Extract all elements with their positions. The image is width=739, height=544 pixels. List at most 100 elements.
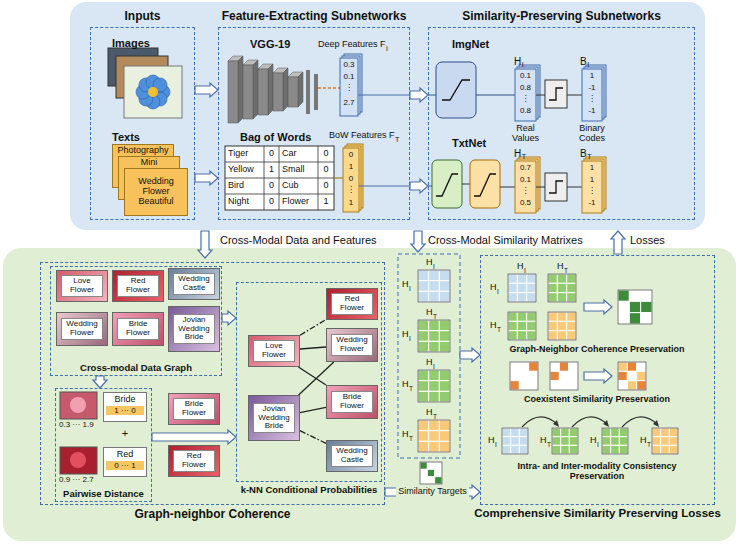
cnn-layer [243,65,253,119]
table-rule [318,146,319,210]
curved-arrow [622,417,658,427]
image-thumbnail: Wedding Castle [168,268,220,300]
activation-icon [549,88,563,100]
subscript: I [433,263,435,270]
feature-card: Bride1 ··· 0 [103,392,147,422]
section-box: Similarity-Preserving Subnetworks [428,27,695,220]
matrix-cell [661,445,670,454]
matrix-frame [550,362,578,390]
subscript: I [587,61,589,69]
label: H [640,436,647,446]
vector [343,148,359,212]
matrix-cell [439,391,450,402]
matrix-cell [511,428,520,437]
flow-arrow [410,88,428,102]
label: H [426,408,433,418]
label: H [557,262,564,272]
matrix-cell [439,320,450,331]
matrix-cell [627,381,636,390]
arrow-head [653,420,659,427]
label: -1 [588,84,595,93]
thumbnail-text: Bride Flower [173,398,215,420]
graph-edge [300,431,326,444]
matrix-cell [629,313,640,324]
matrix-cell [669,428,678,437]
label: Binary Codes [569,124,615,144]
matrix-cell [548,312,557,321]
matrix-cell [418,320,429,331]
matrix-cell [517,331,526,340]
label: Cross-Modal Data and Features [220,234,377,246]
matrix-cell [519,445,528,454]
group-caption: Pairwise Distance [63,488,144,499]
label: Cross-Modal Similarity Matrixes [428,234,583,246]
label: Flower [282,197,309,207]
label: H [426,258,433,268]
graph-edge [300,320,326,336]
matrix-cell [508,321,517,330]
edge-label: Similarity Targets [396,487,468,497]
label: Tiger [228,149,248,159]
feature-text: 1 ··· 0 [106,406,144,416]
matrix-cell [548,283,557,292]
matrix-cell [510,371,519,380]
table-rule [279,146,280,210]
matrix-cell [427,477,434,484]
flow-arrow [195,171,218,185]
matrix-cell [418,431,429,442]
matrix-cell [418,420,429,431]
photo-detail [70,452,86,468]
thumbnail-text: Red Flower [173,450,215,472]
subscript: I [522,61,524,69]
matrix-cell [552,428,561,437]
flow-arrow [385,485,480,499]
section-caption: Comprehensive Similarity Preserving Loss… [474,507,721,519]
subscript: I [409,335,411,342]
matrix-cell [548,293,557,302]
section-box: Feature-Extracting Subnetworks [218,27,410,220]
label: Yellow [228,165,254,175]
matrix-cell [439,420,450,431]
matrix-cell [529,371,538,380]
label: Graph-Neighbor Coherence Preservation [509,345,684,355]
matrix-cell [527,274,536,283]
matrix-cell [527,312,536,321]
matrix-cell [611,437,620,446]
flow-arrow [195,83,218,97]
matrix-frame [418,270,450,302]
matrix-frame [548,274,576,302]
label: H [426,308,433,318]
label: 0 [323,181,328,191]
label: 0.8 [520,84,531,93]
group-box: Pairwise DistanceBride1 ··· 0Red0 ··· 1 [55,388,152,502]
matrix-cell [439,270,450,281]
curved-arrow [572,417,608,427]
matrix-frame [618,290,652,324]
matrix-cell [618,301,629,312]
matrix-cell [548,321,557,330]
group-caption: Cross-modal Data Graph [80,362,192,373]
curved-arrow [522,417,558,427]
matrix-cell [527,321,536,330]
matrix-frame [418,370,450,402]
matrix-frame [418,320,450,352]
matrix-cell [429,370,440,381]
label: 1 [590,72,594,81]
label: + [122,427,128,439]
label: 0 [269,197,274,207]
matrix-cell [418,291,429,302]
label: Night [228,197,249,207]
label: Bag of Words [240,131,311,143]
matrix-cell [529,381,538,390]
label: ⋮ [522,95,530,104]
subscript: I [386,45,388,53]
matrix-cell [661,428,670,437]
matrix-cell [569,445,578,454]
wire [567,95,582,96]
matrix-cell [427,469,434,476]
label: 0.3 [343,61,354,70]
subscript: T [409,385,413,392]
label: H [490,321,497,331]
vector [515,69,536,121]
sign-layer [545,80,567,108]
